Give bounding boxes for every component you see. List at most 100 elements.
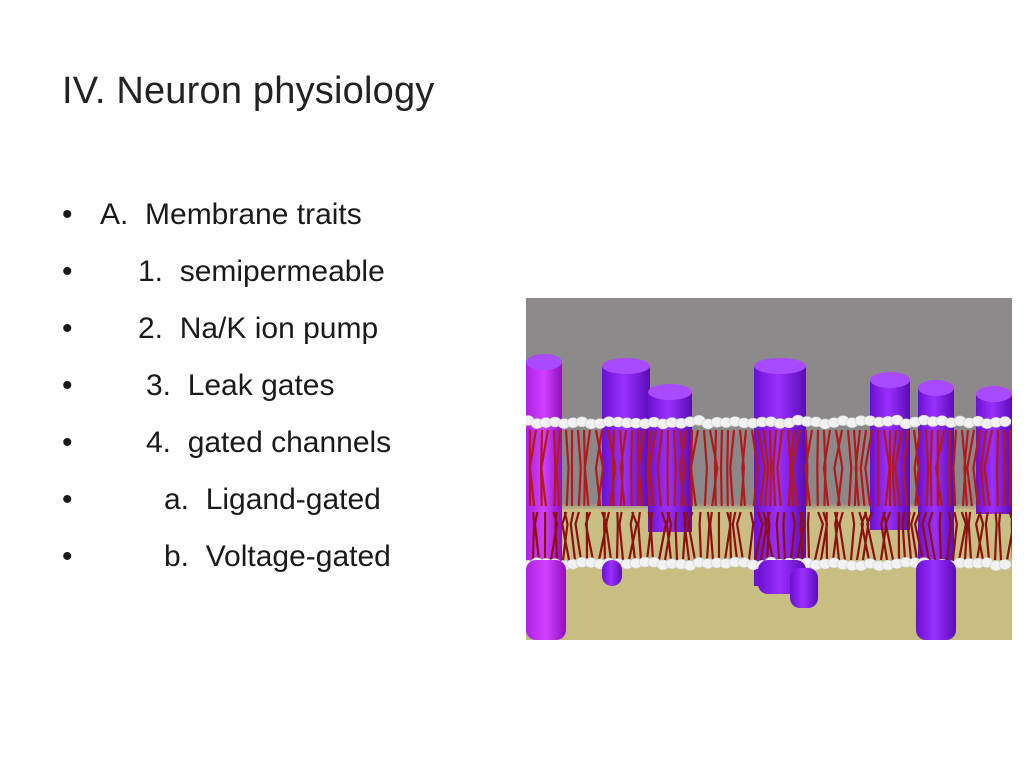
lipid-tail [762, 429, 770, 507]
lipid-tail [713, 429, 718, 507]
lipid-tail [594, 429, 604, 507]
lipid-tail [540, 429, 550, 507]
lipid-tail [584, 511, 595, 561]
lipid-tail [893, 429, 904, 507]
lipid-tail [846, 429, 853, 507]
lipid-tail [738, 429, 745, 507]
lipid-tail [772, 429, 778, 507]
lipid-tail [910, 511, 919, 561]
lipid-tail [619, 429, 628, 507]
lipid-tail [611, 429, 616, 507]
bullet-item: • b. Voltage-gated [62, 528, 391, 585]
lipid-tail [630, 429, 634, 507]
lipid-tail [963, 511, 969, 561]
lipid-tail [698, 511, 703, 561]
lipid-tail [967, 511, 973, 561]
lipid-tail [884, 511, 895, 561]
lipid-tail [957, 511, 968, 561]
bullet-marker: • [62, 255, 73, 288]
lipid-tail [709, 511, 715, 561]
bullet-text: 2. Na/K ion pump [138, 312, 379, 345]
protein-top [870, 372, 910, 388]
protein-channel [602, 560, 622, 586]
lipid-tail [1005, 511, 1012, 561]
lipid-tail [929, 429, 934, 507]
protein-channel [526, 560, 566, 640]
lipid-tail [864, 429, 874, 507]
lipid-tail [927, 511, 937, 561]
protein-top [918, 380, 954, 396]
lipid-tail [672, 429, 677, 507]
bullet-item: • 1. semipermeable [62, 243, 385, 300]
lipid-tail [952, 429, 958, 507]
lipid-tail [921, 511, 931, 561]
lipid-tail [574, 511, 583, 561]
lipid-tail [776, 429, 784, 507]
lipid-tail [901, 511, 907, 561]
lipid-tail [674, 511, 679, 561]
lipid-tail [606, 429, 617, 507]
lipid-tail [569, 511, 577, 561]
lipid-tail [649, 511, 655, 561]
bullet-marker: • [62, 540, 73, 573]
lipid-tail [790, 429, 802, 507]
lipid-tail [834, 511, 841, 561]
lipid-tail [702, 429, 708, 507]
protein-channel [648, 392, 692, 532]
lipid-tail [834, 429, 844, 507]
lipid-tail [997, 511, 1003, 561]
lipid-tail [747, 511, 755, 561]
lipid-tail [576, 429, 582, 507]
lipid-tail [656, 429, 664, 507]
lipid-tail [759, 511, 768, 561]
lipid-tail [891, 429, 898, 507]
lipid-tail [728, 511, 733, 561]
lipid-tail [913, 511, 925, 561]
bullet-marker: • [62, 198, 73, 231]
lipid-tail-group [528, 429, 1012, 561]
lipid-tail [804, 429, 814, 507]
lipid-tail [966, 429, 976, 507]
lipid-tail [533, 511, 541, 561]
lipid-tail [859, 429, 868, 507]
lipid-tail [731, 511, 739, 561]
lipid-tail [648, 429, 658, 507]
lipid-tail [719, 429, 724, 507]
lipid-tail [753, 511, 764, 561]
lipid-tail [993, 511, 998, 561]
bullet-text: A. Membrane traits [100, 198, 362, 231]
lipid-tail [1002, 429, 1006, 507]
lipid-tail [789, 429, 796, 507]
lipid-tail [983, 429, 994, 507]
lipid-tail [604, 511, 613, 561]
lipid-tail [902, 429, 910, 507]
lipid-tail [549, 511, 559, 561]
lipid-tail [764, 511, 775, 561]
lipid-tail [855, 511, 865, 561]
lipid-tail [854, 429, 862, 507]
lipid-head [998, 559, 1012, 570]
lipid-tail [741, 429, 748, 507]
bullet-item: • 2. Na/K ion pump [62, 300, 378, 357]
lipid-tail [906, 511, 913, 561]
bullet-text: 3. Leak gates [146, 369, 335, 402]
lipid-tail [637, 429, 646, 507]
bullet-marker: • [62, 426, 73, 459]
lipid-tail [782, 511, 787, 561]
bullet-item: • 3. Leak gates [62, 357, 334, 414]
lipid-tail [789, 511, 796, 561]
lipid-tail [683, 511, 691, 561]
lipid-tail [935, 429, 946, 507]
protein-top [754, 358, 806, 374]
lipid-tail [679, 429, 688, 507]
lipid-tail [913, 429, 922, 507]
bullet-item: • A. Membrane traits [62, 186, 362, 243]
lipid-tail [615, 511, 619, 561]
bullet-marker: • [62, 483, 73, 516]
lipid-tail [849, 511, 856, 561]
bullet-text: a. Ligand-gated [164, 483, 381, 516]
lipid-tail [768, 429, 772, 507]
lipid-tail [816, 429, 820, 507]
lipid-tail [924, 429, 930, 507]
